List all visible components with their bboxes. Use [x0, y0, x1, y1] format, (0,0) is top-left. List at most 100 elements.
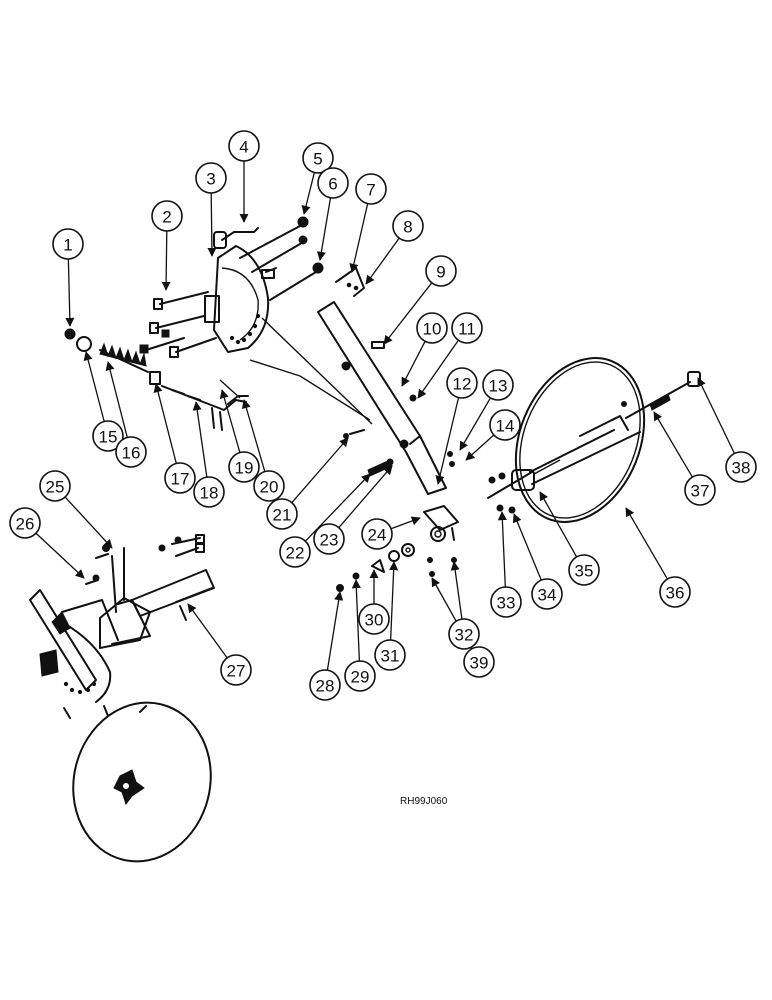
- callout-13: 13: [482, 369, 514, 401]
- callout-leader-24: [390, 516, 421, 530]
- callout-leader-11: [417, 339, 459, 399]
- callout-circle: [92, 420, 124, 452]
- callout-leader-27: [187, 603, 228, 659]
- callout-leader-33: [497, 511, 507, 588]
- callout-circle: [482, 369, 514, 401]
- callout-number: 12: [453, 375, 472, 394]
- callout-12: 12: [446, 367, 478, 399]
- callout-circle: [446, 367, 478, 399]
- callout-25: 25: [39, 470, 71, 502]
- callout-30: 30: [358, 603, 390, 635]
- callout-number: 37: [691, 482, 710, 501]
- callout-37: 37: [684, 474, 716, 506]
- callout-leader-15: [83, 351, 105, 422]
- callout-circle: [684, 474, 716, 506]
- callout-number: 28: [316, 677, 335, 696]
- callout-circle: [313, 523, 345, 555]
- compression-spring: [99, 342, 149, 373]
- callout-circle: [425, 255, 457, 287]
- callout-circle: [309, 669, 341, 701]
- callout-9: 9: [425, 255, 457, 287]
- callout-number: 25: [46, 478, 65, 497]
- callout-number: 17: [171, 470, 190, 489]
- callout-number: 11: [458, 320, 476, 339]
- callout-23: 23: [313, 523, 345, 555]
- callout-number: 32: [455, 626, 474, 645]
- callout-27: 27: [220, 654, 252, 686]
- callout-number: 16: [122, 444, 141, 463]
- callout-22: 22: [279, 536, 311, 568]
- callout-number: 6: [328, 175, 337, 194]
- long-bolts: [239, 216, 324, 301]
- bracket-bushing: [213, 231, 227, 249]
- callout-number: 26: [16, 515, 35, 534]
- callout-leader-12: [435, 397, 460, 485]
- callout-number: 22: [286, 544, 305, 563]
- handle: [221, 227, 259, 241]
- callout-circle: [451, 312, 483, 344]
- bent-pin: [335, 267, 365, 297]
- callout-circle: [115, 436, 147, 468]
- callout-leader-20: [241, 399, 266, 472]
- callout-circle: [392, 210, 424, 242]
- right-axle-assembly: [487, 371, 701, 514]
- callout-5: 5: [302, 142, 334, 174]
- callout-number: 29: [351, 668, 370, 687]
- callout-circle: [448, 618, 480, 650]
- callout-leader-36: [625, 507, 669, 580]
- callout-circle: [725, 451, 757, 483]
- callout-number: 36: [666, 584, 685, 603]
- callout-leader-18: [192, 401, 208, 478]
- callout-1: 1: [52, 228, 84, 260]
- callout-circle: [266, 498, 298, 530]
- callout-29: 29: [344, 660, 376, 692]
- callout-leader-28: [326, 591, 344, 671]
- callout-circle: [39, 470, 71, 502]
- callout-circle: [361, 518, 393, 550]
- callout-circle: [489, 409, 521, 441]
- callout-10: 10: [416, 312, 448, 344]
- callout-number: 24: [368, 526, 387, 545]
- callout-circle: [52, 228, 84, 260]
- callout-leader-38: [697, 377, 736, 454]
- callout-circle: [193, 476, 225, 508]
- bracket-plate: [204, 295, 220, 323]
- callout-32: 32: [448, 618, 480, 650]
- callout-11: 11: [451, 312, 483, 344]
- callout-19: 19: [228, 451, 260, 483]
- callout-number: 20: [260, 478, 279, 497]
- bolts-part-2: [139, 291, 217, 358]
- pin-9: [371, 341, 385, 349]
- callout-number: 39: [470, 654, 489, 673]
- callout-15: 15: [92, 420, 124, 452]
- callout-number: 1: [63, 236, 72, 255]
- callout-8: 8: [392, 210, 424, 242]
- callout-number: 15: [99, 428, 118, 447]
- callout-leader-7: [349, 203, 369, 273]
- axle-hub: [511, 469, 535, 491]
- left-disc-hub: [113, 769, 145, 806]
- right-disc-blade: [514, 357, 646, 523]
- callout-number: 13: [489, 377, 508, 396]
- callout-34: 34: [531, 578, 563, 610]
- callout-circle: [374, 639, 406, 671]
- lower-assembled-view: [29, 534, 215, 719]
- callout-38: 38: [725, 451, 757, 483]
- callout-circle: [220, 654, 252, 686]
- callout-number: 4: [239, 138, 248, 157]
- mounting-bracket: [213, 245, 270, 353]
- callout-leader-32: [450, 561, 463, 620]
- axle-shaft: [529, 429, 641, 485]
- callout-18: 18: [193, 476, 225, 508]
- callout-31: 31: [374, 639, 406, 671]
- callout-number: 5: [313, 150, 322, 169]
- callout-number: 38: [732, 459, 751, 478]
- callout-circle: [490, 586, 522, 618]
- nut-1: [64, 328, 76, 340]
- callout-17: 17: [164, 462, 196, 494]
- callout-number: 2: [162, 208, 171, 227]
- callout-circle: [358, 603, 390, 635]
- callout-circle: [151, 200, 183, 232]
